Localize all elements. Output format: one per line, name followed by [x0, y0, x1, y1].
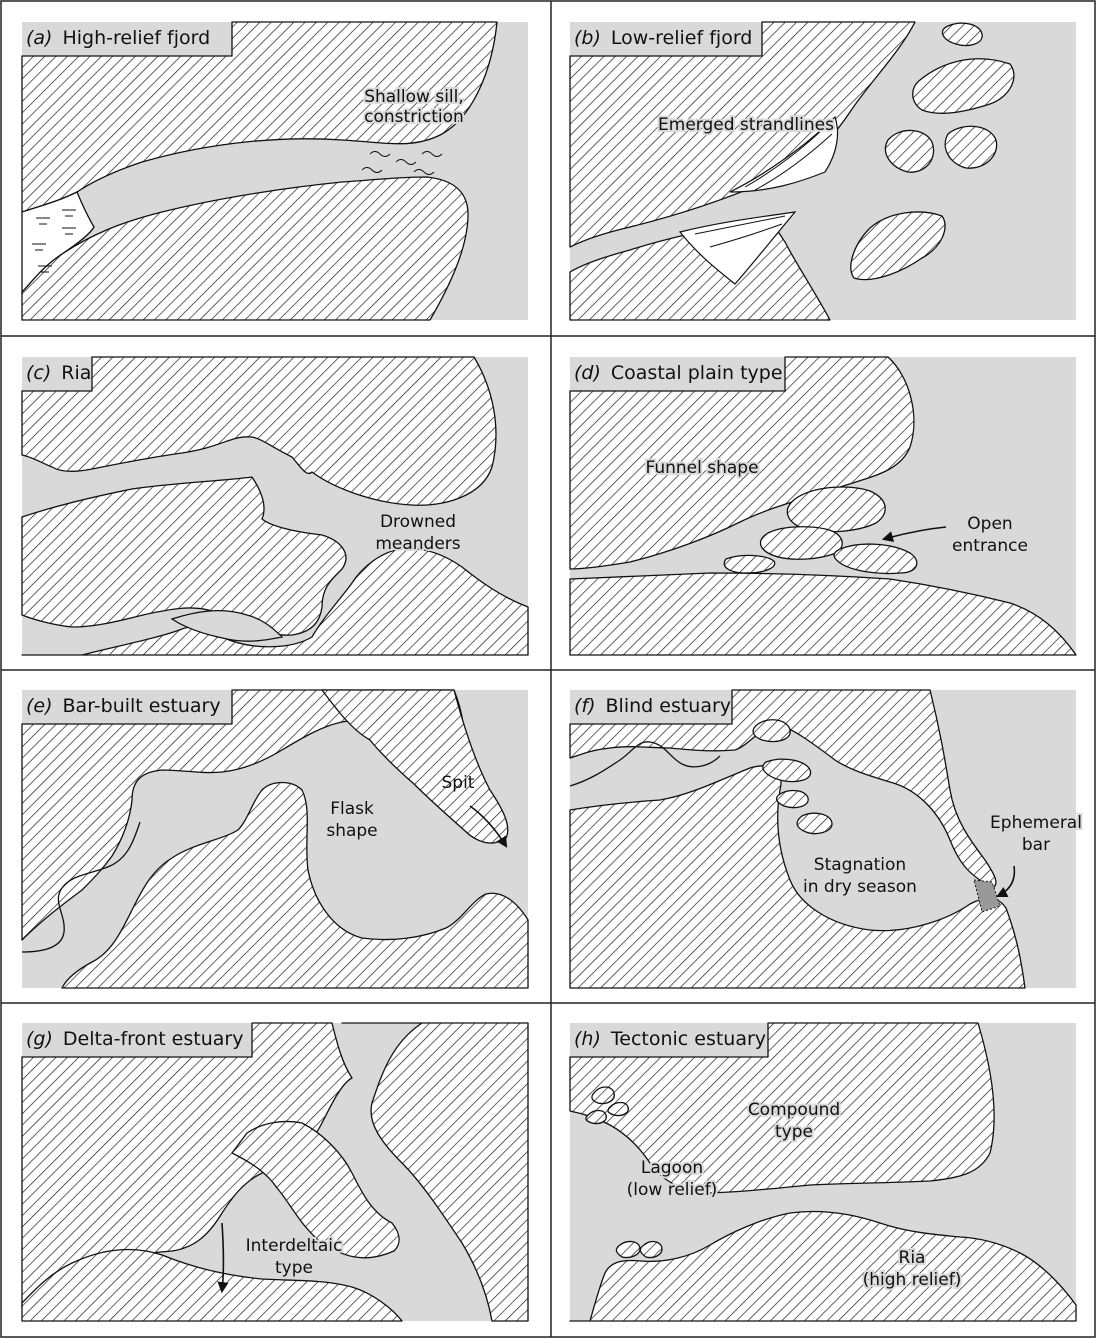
panel-d-label-open: Open: [967, 514, 1012, 534]
panel-h-label-compound-type: type: [775, 1122, 813, 1142]
panel-d: (d)Coastal plain type Funnel shape Open …: [570, 357, 1076, 655]
panel-b-label-strandlines: Emerged strandlines: [658, 115, 834, 135]
panel-e: (e)Bar-built estuary Flask shape Spit: [22, 690, 528, 988]
panel-f-label-ephemeral: Ephemeral: [990, 813, 1082, 833]
panel-c: (c)Ria Drowned meanders: [22, 357, 528, 655]
panel-f-label-stagnation: Stagnation: [814, 855, 906, 875]
panel-f: (f)Blind estuary Stagnation in dry seaso…: [570, 690, 1082, 988]
panel-f-island-3: [777, 791, 809, 808]
panel-a-label-constriction: constriction: [364, 107, 464, 127]
panel-e-label-spit: Spit: [442, 773, 475, 793]
panel-f-island-1: [753, 720, 790, 742]
panel-f-island-4: [797, 813, 832, 833]
panel-h: (h)Tectonic estuary Compound type Lagoon…: [570, 1023, 1076, 1321]
panel-f-label-bar: bar: [1022, 835, 1050, 855]
panel-f-label-dry-season: in dry season: [803, 877, 917, 897]
panel-d-island-2: [761, 527, 843, 560]
panel-d-label-entrance: entrance: [952, 536, 1028, 556]
panel-h-label-high-relief: (high relief): [863, 1270, 962, 1290]
panel-c-label-meanders: meanders: [375, 534, 460, 554]
panel-c-label-drowned: Drowned: [380, 512, 456, 532]
panel-e-label-shape: shape: [326, 821, 377, 841]
panel-a-label-sill: Shallow sill,: [364, 87, 464, 107]
panel-a: (a)High-relief fjord Shallow sill, const…: [22, 22, 528, 320]
panel-g: (g)Delta-front estuary Interdeltaic type: [22, 1023, 528, 1321]
panel-b-title: (b)Low-relief fjord: [574, 27, 752, 49]
panel-e-label-flask: Flask: [330, 799, 374, 819]
panel-g-label-type: type: [275, 1258, 313, 1278]
panel-d-label-funnel: Funnel shape: [645, 458, 758, 478]
panel-b: (b)Low-relief fjord Emerged strandlines: [570, 22, 1076, 320]
panel-h-label-low-relief: (low relief): [627, 1180, 718, 1200]
panel-h-label-ria: Ria: [899, 1248, 926, 1268]
panel-h-label-lagoon: Lagoon: [641, 1158, 703, 1178]
panel-h-label-compound: Compound: [748, 1100, 840, 1120]
panel-b-island-4: [945, 126, 996, 168]
panel-d-island-4: [724, 555, 775, 573]
panel-g-label-interdeltaic: Interdeltaic: [246, 1236, 343, 1256]
